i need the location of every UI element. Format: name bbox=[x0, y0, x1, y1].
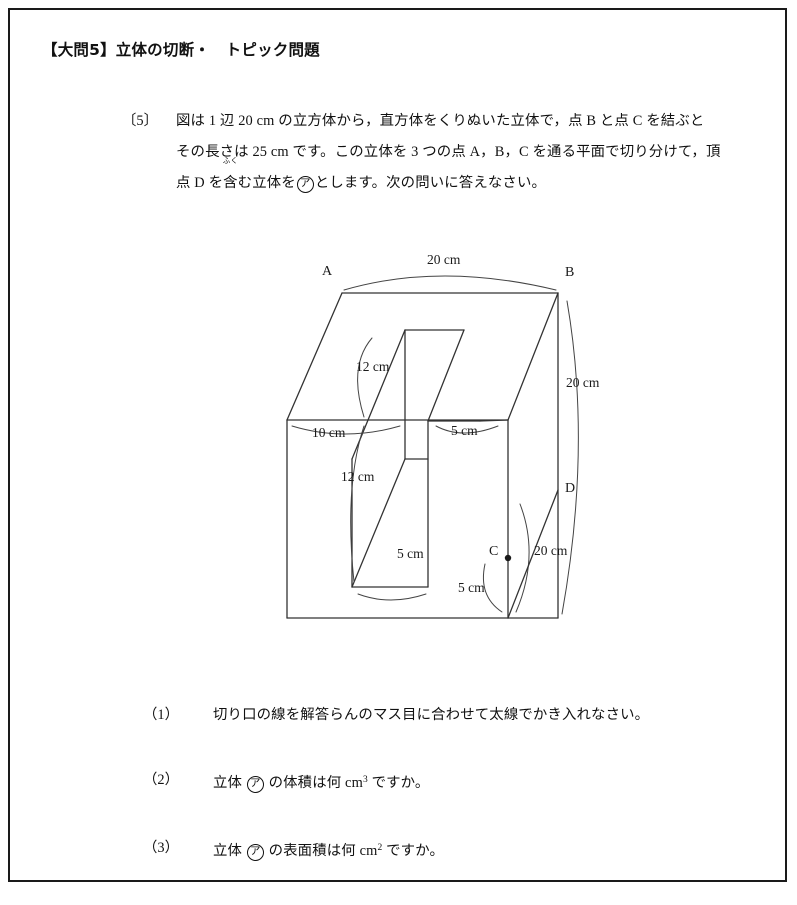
notch-to-frontright bbox=[479, 419, 509, 422]
notch-slant-left-lower bbox=[351, 458, 406, 588]
problem-line-1: 〔5〕 図は 1 辺 20 cm の立方体から，直方体をくりぬいた立体で，点 B… bbox=[122, 106, 762, 137]
dimension-top-20cm: 20 cm bbox=[427, 252, 461, 267]
edge-A-frontleft bbox=[286, 292, 343, 421]
question-3-superscript: 2 bbox=[377, 843, 383, 853]
dimension-notch-bottom-5cm: 5 cm bbox=[397, 546, 424, 561]
line3-part-b: む立体を bbox=[237, 175, 296, 191]
ruby-kanji-fukumu: ふく含 bbox=[223, 157, 238, 199]
solid-figure-svg bbox=[286, 275, 579, 619]
question-2-superscript: 3 bbox=[362, 775, 368, 785]
problem-statement: 〔5〕 図は 1 辺 20 cm の立方体から，直方体をくりぬいた立体で，点 B… bbox=[122, 106, 762, 199]
dimension-notch-right-5cm: 5 cm bbox=[451, 423, 478, 438]
dimension-left-10cm: 10 cm bbox=[312, 425, 346, 440]
problem-number: 〔5〕 bbox=[122, 113, 158, 129]
ruby-reading: ふく bbox=[222, 156, 239, 165]
question-item-1: （1） 切り口の線を解答らんのマス目に合わせて太線でかき入れなさい。 bbox=[143, 704, 743, 726]
problem-line-2: その長さは 25 cm です。この立体を 3 つの点 A，B，C を通る平面で切… bbox=[122, 137, 762, 168]
dimension-right-20cm: 20 cm bbox=[566, 375, 600, 390]
solid-label-a-circled: ア bbox=[296, 176, 314, 193]
leader-upper-12cm bbox=[357, 337, 373, 418]
dimension-notch-lower-12cm: 12 cm bbox=[341, 469, 375, 484]
leader-cd-20cm bbox=[515, 503, 530, 613]
edge-C-to-D-cut bbox=[507, 489, 559, 619]
leader-notch-bottom-5cm bbox=[357, 593, 427, 601]
ruby-base: 含 bbox=[223, 175, 238, 191]
solid-label-a-circled: ア bbox=[246, 776, 264, 793]
leader-top-20cm bbox=[343, 275, 557, 291]
question-item-2: （2） 立体 ア の体積は何 cm3 ですか。 bbox=[143, 769, 743, 794]
question-3-text: 立体 ア の表面積は何 cm2 ですか。 bbox=[213, 837, 444, 862]
line3-part-a: 点 D を bbox=[176, 175, 224, 191]
leader-c-5cm bbox=[482, 563, 503, 613]
solid-figure-diagram: A B C D 20 cm 20 cm 10 cm 12 cm 5 cm 12 … bbox=[240, 246, 640, 646]
dimension-bottom-c-5cm: 5 cm bbox=[458, 580, 485, 595]
solid-label-a-circled: ア bbox=[246, 844, 264, 861]
vertex-label-C: C bbox=[489, 544, 499, 559]
notch-slant-top-right bbox=[427, 329, 465, 422]
dimension-cd-20cm: 20 cm bbox=[534, 543, 568, 558]
vertex-label-D: D bbox=[565, 481, 576, 496]
problem-line-3: 点 D をふく含む立体をアとします。次の問いに答えなさい。 bbox=[122, 157, 762, 199]
question-3-number: （3） bbox=[143, 840, 179, 856]
leader-right-20cm bbox=[561, 300, 579, 615]
page-border: 【大問5】立体の切断・ トピック問題 〔5〕 図は 1 辺 20 cm の立方体… bbox=[8, 8, 787, 882]
edge-B-frontright bbox=[507, 292, 559, 421]
question-2-text: 立体 ア の体積は何 cm3 ですか。 bbox=[213, 769, 429, 794]
question-2-number: （2） bbox=[143, 772, 179, 788]
question-3-part-b: の表面積は何 cm bbox=[264, 843, 378, 859]
question-item-3: （3） 立体 ア の表面積は何 cm2 ですか。 bbox=[143, 837, 743, 862]
leader-lower-12cm bbox=[350, 425, 365, 583]
question-2-part-a: 立体 bbox=[213, 775, 246, 791]
dimension-notch-upper-12cm: 12 cm bbox=[356, 359, 390, 374]
problem-line-2-text: その長さは 25 cm です。この立体を 3 つの点 A，B，C を通る平面で切… bbox=[176, 144, 721, 160]
question-2-part-b: の体積は何 cm bbox=[264, 775, 363, 791]
page-title: 【大問5】立体の切断・ トピック問題 bbox=[42, 41, 320, 59]
question-3-part-c: ですか。 bbox=[382, 843, 444, 859]
point-C-marker bbox=[504, 554, 512, 562]
vertex-label-B: B bbox=[565, 265, 575, 280]
vertex-label-A: A bbox=[322, 264, 333, 279]
question-2-part-c: ですか。 bbox=[367, 775, 430, 791]
question-list: （1） 切り口の線を解答らんのマス目に合わせて太線でかき入れなさい。 （2） 立… bbox=[143, 704, 743, 905]
problem-line-3-text: 点 D をふく含む立体をアとします。次の問いに答えなさい。 bbox=[176, 157, 547, 199]
question-1-text: 切り口の線を解答らんのマス目に合わせて太線でかき入れなさい。 bbox=[213, 707, 650, 723]
question-1-number: （1） bbox=[143, 707, 179, 723]
leader-10cm bbox=[291, 425, 401, 435]
leader-notch-5cm bbox=[435, 425, 499, 434]
question-3-part-a: 立体 bbox=[213, 843, 246, 859]
line3-part-c: とします。次の問いに答えなさい。 bbox=[314, 175, 547, 191]
problem-line-1-text: 図は 1 辺 20 cm の立方体から，直方体をくりぬいた立体で，点 B と点 … bbox=[176, 113, 705, 129]
